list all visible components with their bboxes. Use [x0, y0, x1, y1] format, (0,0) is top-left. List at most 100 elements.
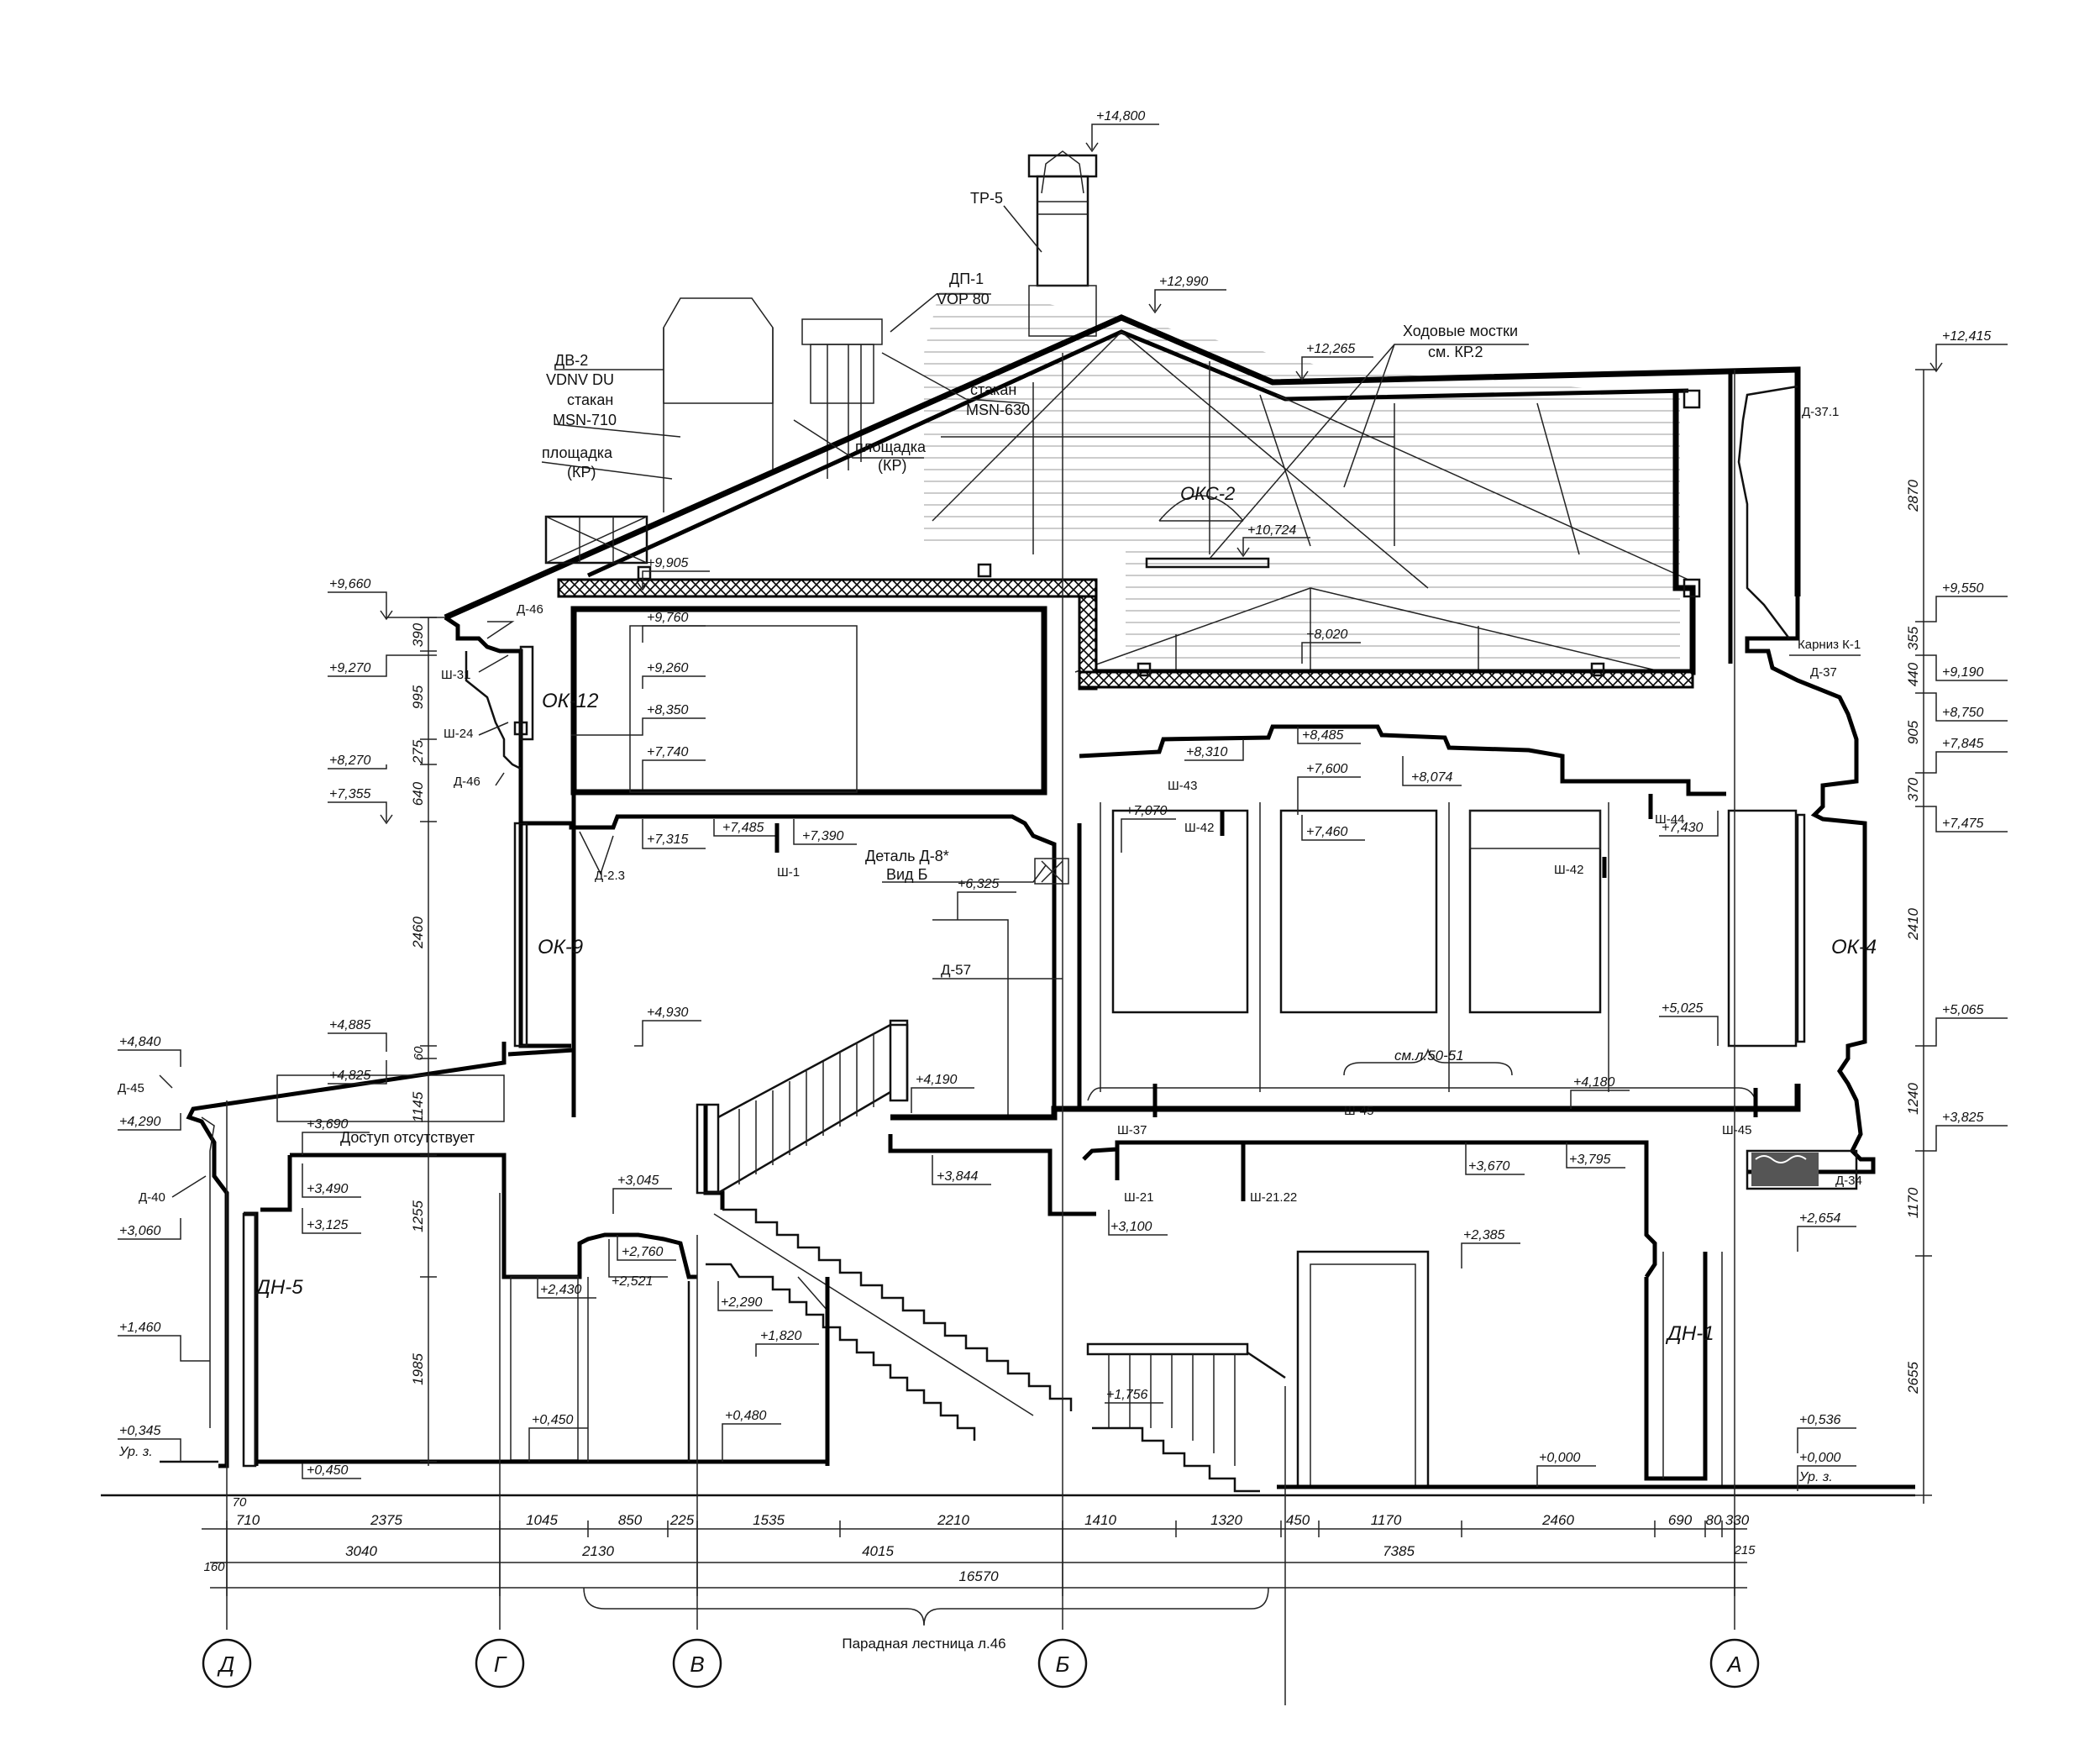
svg-text:+9,270: +9,270 [329, 661, 370, 675]
dim-text: 2375 [370, 1512, 402, 1528]
svg-text:+7,460: +7,460 [1306, 825, 1347, 839]
svg-text:+8,270: +8,270 [329, 754, 370, 768]
dim-text: 2130 [581, 1543, 614, 1559]
elevation-mark: +7,600 [1297, 762, 1361, 815]
elevation-mark: +9,550 [1932, 581, 2008, 622]
dim-text: 16570 [958, 1568, 999, 1584]
label-sh1: Ш-1 [777, 865, 800, 880]
elevation-mark: +2,385 [1461, 1228, 1520, 1268]
elevation-mark: +6,325 [957, 877, 1016, 920]
svg-text:+9,260: +9,260 [647, 661, 688, 675]
elevation-mark: +1,460 [118, 1321, 210, 1362]
dim-text: 2655 [1905, 1362, 1921, 1394]
label-dp1: ДП-1 [949, 270, 984, 287]
label-see-sheets: см.л.50-51 [1394, 1048, 1464, 1064]
elevation-mark: +0,450 [302, 1463, 361, 1479]
svg-text:+0,000: +0,000 [1799, 1451, 1840, 1465]
svg-text:+0,450: +0,450 [532, 1413, 573, 1427]
label-sh44: Ш-44 [1655, 812, 1684, 827]
svg-text:+5,025: +5,025 [1662, 1001, 1703, 1016]
cornice-ornament-d34 [1751, 1153, 1819, 1186]
dim-text: 1410 [1084, 1512, 1116, 1528]
svg-text:+7,600: +7,600 [1306, 762, 1347, 776]
elevation-mark: +7,315 [642, 819, 706, 849]
elevation-mark: +0,450 [528, 1413, 588, 1462]
svg-text:+0,450: +0,450 [307, 1463, 348, 1478]
left-facade [186, 615, 697, 1468]
elevation-mark: +12,415 [1929, 329, 2008, 373]
elevation-mark: +8,485 [1297, 727, 1361, 744]
elevation-mark: +7,845 [1932, 737, 2008, 774]
svg-text:+8,074: +8,074 [1411, 770, 1452, 785]
svg-text:+1,820: +1,820 [760, 1329, 801, 1343]
elevation-mark: +1,820 [755, 1329, 819, 1357]
elevation-mark: +8,750 [1932, 692, 2008, 722]
dim-text: 60 [412, 1046, 426, 1060]
bottom-dim-texts: 710 2375 1045 850 225 1535 2210 1410 132… [203, 1495, 1756, 1652]
elevation-mark: +4,930 [634, 1006, 701, 1047]
label-sh42: Ш-42 [1554, 863, 1583, 877]
axis-label: Б [1056, 1652, 1070, 1677]
svg-text:+2,430: +2,430 [540, 1283, 581, 1297]
svg-text:+9,905: +9,905 [647, 556, 688, 570]
svg-text:+0,000: +0,000 [1539, 1451, 1580, 1465]
axis-label: В [690, 1652, 704, 1677]
svg-text:+12,990: +12,990 [1159, 275, 1208, 289]
label-d46: Д-46 [454, 775, 480, 789]
label-ok9: ОК-9 [538, 936, 583, 959]
dim-text: 1535 [753, 1512, 785, 1528]
elevation-mark: +7,070 [1121, 804, 1176, 853]
dim-text: 1170 [1371, 1512, 1402, 1528]
elevation-mark: +2,521 [608, 1239, 668, 1289]
svg-text:+8,310: +8,310 [1186, 745, 1227, 759]
elevation-mark: +4,825 [328, 1060, 387, 1085]
label-vop80: VOP 80 [937, 291, 990, 307]
svg-text:+4,290: +4,290 [119, 1115, 160, 1129]
dim-text: 80 [1706, 1512, 1722, 1528]
label-d57: Д-57 [941, 962, 971, 978]
svg-text:+7,315: +7,315 [647, 832, 688, 847]
elevation-mark: +3,795 [1566, 1142, 1625, 1169]
dim-text: 1170 [1905, 1187, 1921, 1218]
dim-text: 355 [1905, 626, 1921, 650]
dim-text: 3040 [345, 1543, 377, 1559]
elevation-mark: +3,060 [118, 1218, 181, 1240]
dim-text: 225 [669, 1512, 695, 1528]
axis-markers: Д Г В Б А [202, 1638, 1760, 1689]
svg-text:+1,756: +1,756 [1106, 1388, 1147, 1402]
svg-text:+8,485: +8,485 [1302, 728, 1343, 743]
svg-text:+6,325: +6,325 [958, 877, 999, 891]
elevation-mark: +7,430 [1659, 811, 1719, 837]
dim-text: 160 [203, 1560, 225, 1574]
label-tr5: ТР-5 [970, 190, 1003, 207]
svg-text:+9,550: +9,550 [1942, 581, 1983, 596]
label-vdnv: VDNV DU [546, 371, 614, 388]
elevation-mark: +7,485 [713, 819, 777, 837]
label-detail: Деталь Д-8* [865, 848, 949, 864]
svg-text:+4,825: +4,825 [329, 1069, 370, 1083]
elevation-mark: +7,355 [328, 787, 393, 825]
label-sh2122: Ш-21.22 [1250, 1190, 1297, 1205]
svg-text:+7,740: +7,740 [647, 745, 688, 759]
label-dn1: ДН-1 [1665, 1322, 1714, 1345]
svg-text:+7,390: +7,390 [802, 829, 843, 843]
label-oks2: ОКС-2 [1180, 483, 1235, 504]
label-stakan: стакан [567, 391, 613, 408]
elevation-mark: +5,025 [1659, 1001, 1719, 1046]
elevation-marks: +14,800 +12,990 +12,265 +12,415 +10,724 … [118, 109, 2008, 1491]
label-d46: Д-46 [517, 602, 543, 617]
elevation-mark: +8,270 [328, 754, 387, 769]
elevation-mark: +0,000 [1536, 1451, 1596, 1487]
svg-text:+5,065: +5,065 [1942, 1003, 1983, 1017]
dim-text: 330 [1725, 1512, 1750, 1528]
elevation-mark: +10,724 [1236, 523, 1310, 558]
dim-text: 4015 [862, 1543, 894, 1559]
svg-text:+0,345: +0,345 [119, 1424, 160, 1438]
elevation-mark: +9,260 [642, 661, 706, 689]
attic-walls [557, 370, 1733, 691]
svg-text:+2,654: +2,654 [1799, 1211, 1840, 1226]
dim-text: 1985 [410, 1353, 426, 1385]
label-detail-view: Вид Б [886, 866, 927, 883]
label-platform: площадка [855, 439, 927, 455]
